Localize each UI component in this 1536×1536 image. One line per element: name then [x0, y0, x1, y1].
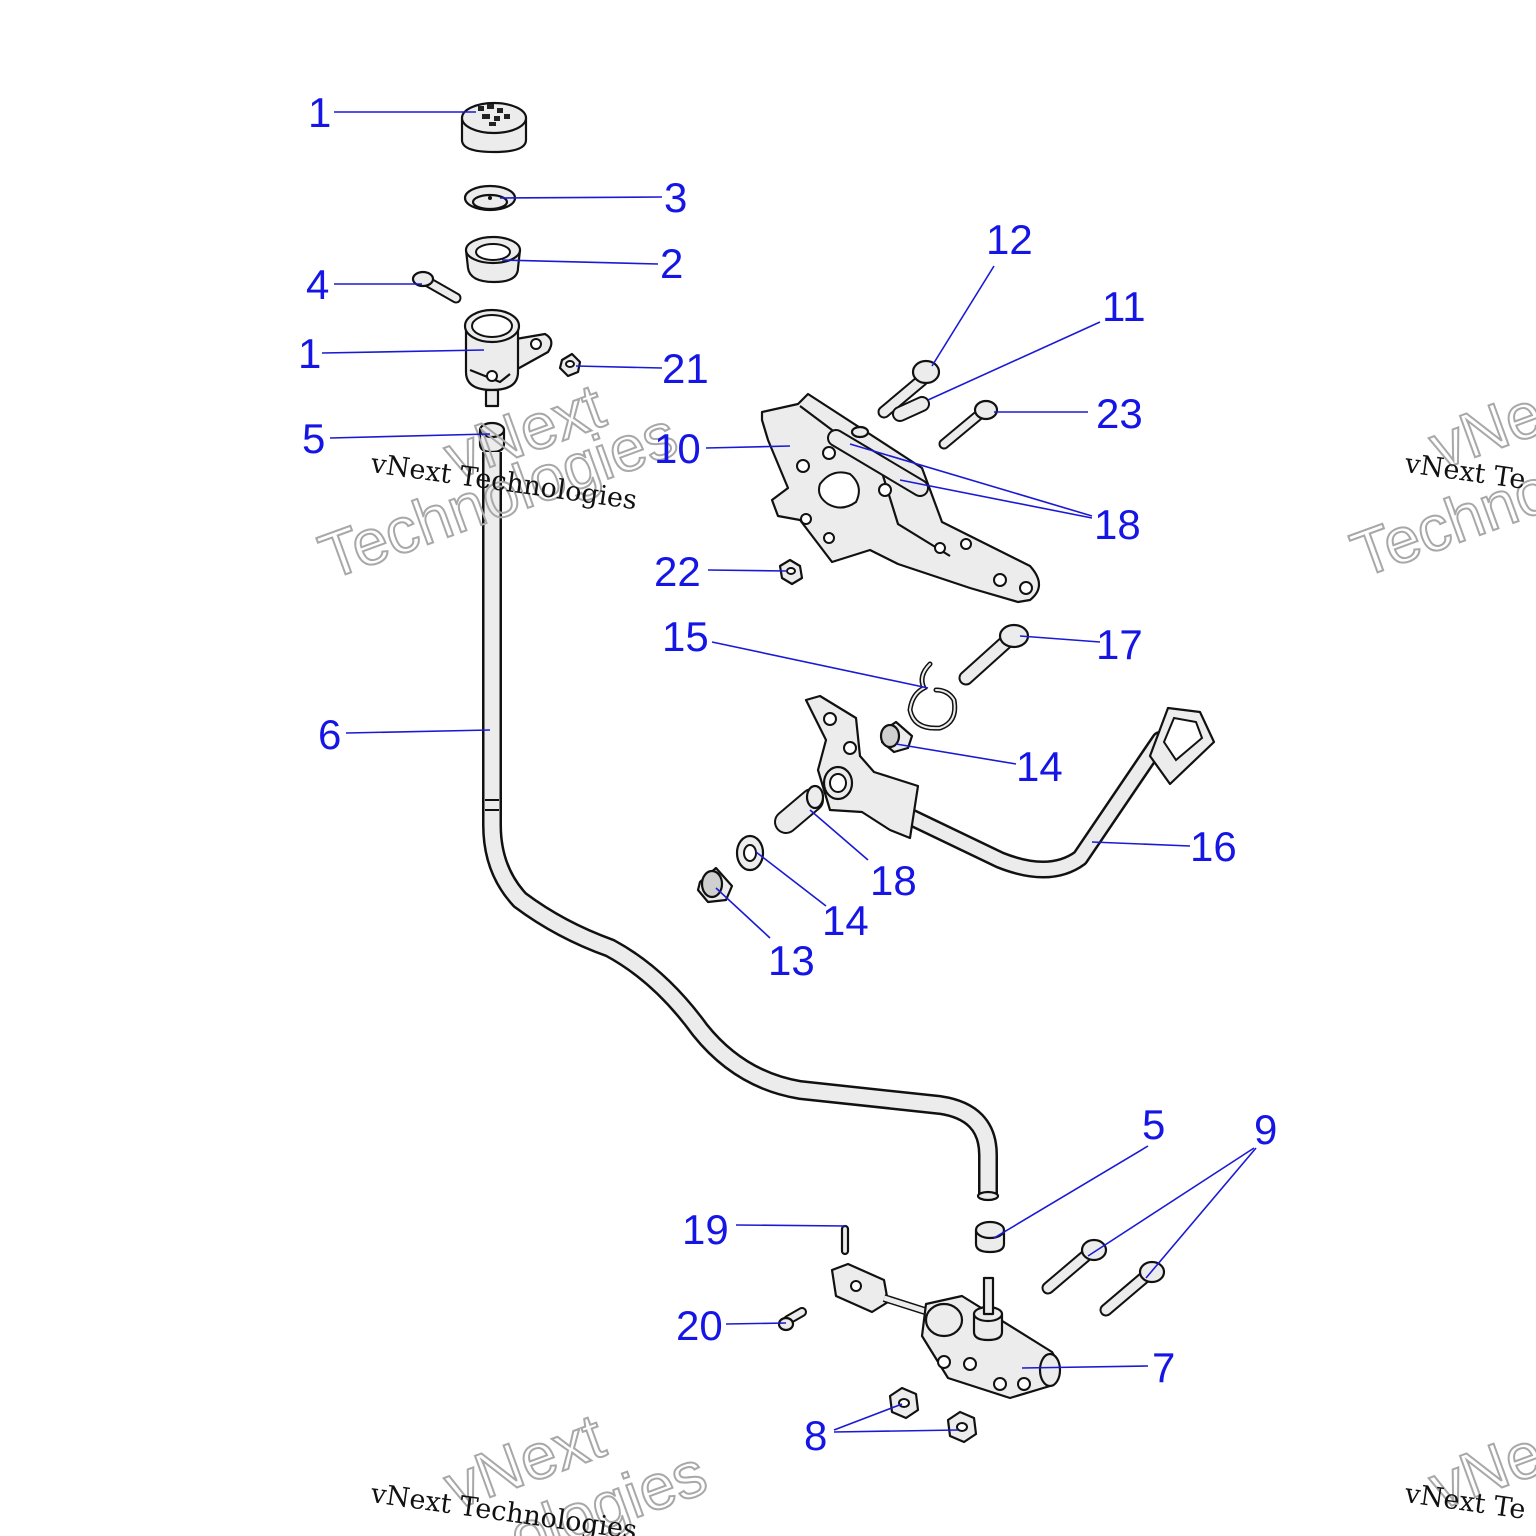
hose-clamp-bottom: [974, 1220, 1006, 1254]
callout-20: 20: [676, 1302, 723, 1349]
leader-lines: [321, 111, 1257, 1433]
callout-17: 17: [1096, 621, 1143, 668]
callout-21: 21: [662, 345, 709, 392]
callout-labels: 1 3 2 4 1 21 5 10 12 11 23 18 22 15 17 1…: [298, 89, 1277, 1459]
callout-16: 16: [1190, 823, 1237, 870]
callout-5-top: 5: [302, 415, 325, 462]
callout-5-bottom: 5: [1142, 1101, 1165, 1148]
callout-1-cap: 1: [308, 89, 331, 136]
washer-14-left: [735, 834, 765, 872]
bolt-17: [958, 623, 1030, 686]
callout-1-reservoir: 1: [298, 330, 321, 377]
callout-7: 7: [1152, 1344, 1175, 1391]
bolt-9b: [1099, 1260, 1166, 1317]
hose-clamp-top: [478, 421, 506, 454]
bolt-9a: [1041, 1238, 1108, 1295]
callout-11: 11: [1102, 283, 1146, 330]
clevis-pin: [777, 1307, 807, 1332]
reservoir-cap: [460, 101, 528, 154]
callout-18-mid: 18: [870, 857, 917, 904]
callout-3: 3: [664, 174, 687, 221]
callout-12: 12: [986, 216, 1033, 263]
master-cylinder: [830, 1262, 1062, 1400]
reservoir-seal: [464, 235, 522, 284]
watermark-right: vNe Techno vNext Te: [1341, 376, 1536, 593]
callout-18-top: 18: [1094, 501, 1141, 548]
callout-13: 13: [768, 937, 815, 984]
pivot-sleeve: [774, 784, 825, 834]
callout-19: 19: [682, 1206, 729, 1253]
callout-9: 9: [1254, 1106, 1277, 1153]
callout-23: 23: [1096, 390, 1143, 437]
cotter-pin: [840, 1224, 850, 1256]
bolt-12: [877, 359, 941, 419]
bushing-14-right: [879, 720, 914, 754]
callout-10: 10: [654, 425, 701, 472]
nut-8b: [946, 1410, 978, 1444]
callout-14-left: 14: [822, 897, 869, 944]
clutch-hose: [482, 452, 1000, 1202]
watermark-bottom-right: vNe vNext Te: [1402, 1416, 1536, 1526]
reservoir-body: [463, 308, 553, 408]
callout-14-right: 14: [1016, 743, 1063, 790]
bolt-4: [411, 270, 462, 304]
callout-15: 15: [662, 613, 709, 660]
bushing-13: [696, 866, 734, 904]
callout-22: 22: [654, 548, 701, 595]
clutch-pedal: [804, 694, 1216, 879]
watermark-bottom-left: vNext ologies vNext Technologies: [368, 1398, 716, 1536]
retaining-clip: [907, 661, 958, 731]
nut-21: [558, 352, 582, 378]
callout-8: 8: [804, 1412, 827, 1459]
callout-2: 2: [660, 240, 683, 287]
callout-6: 6: [318, 711, 341, 758]
spacer-11: [892, 396, 930, 422]
pedal-bracket: [760, 392, 1041, 604]
nut-8a: [888, 1386, 920, 1420]
callout-4: 4: [306, 261, 329, 308]
bolt-23: [938, 399, 999, 450]
nut-22: [778, 558, 804, 586]
